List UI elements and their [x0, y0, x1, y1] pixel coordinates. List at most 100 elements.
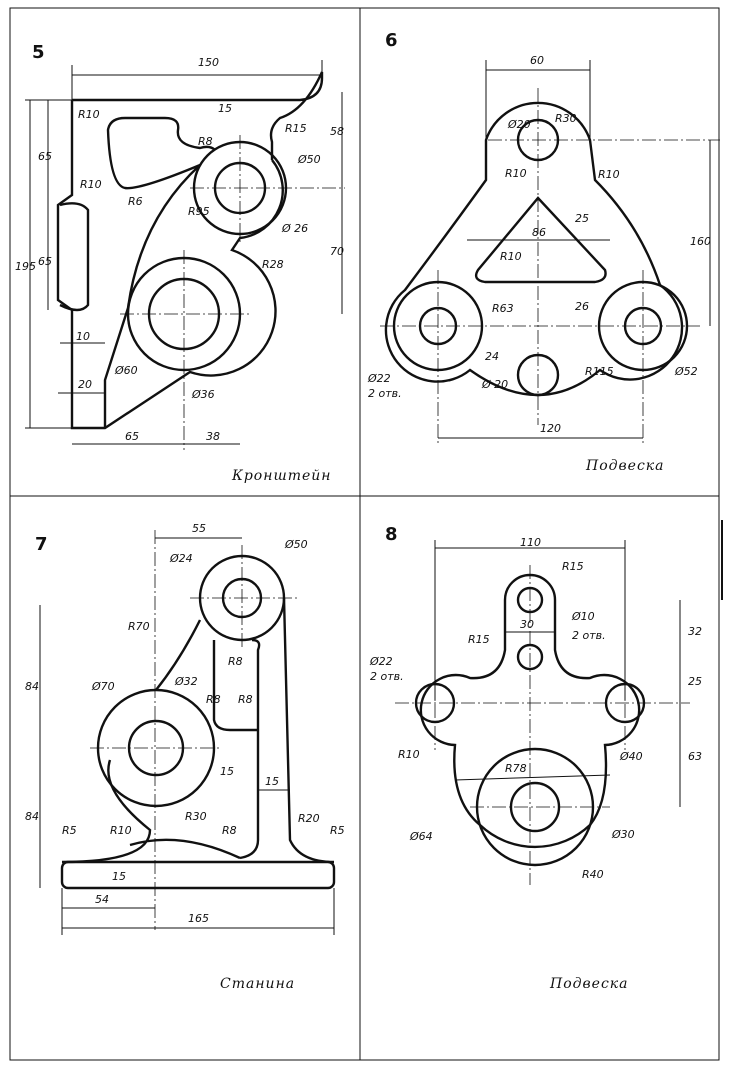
dim-r115: R115	[585, 365, 614, 378]
centerlines-8	[395, 565, 690, 885]
dim-r20: R20	[298, 812, 320, 825]
dim-60: 60	[530, 54, 544, 67]
dim-150: 150	[198, 56, 219, 69]
dim-160: 160	[690, 235, 711, 248]
dim-d52: Ø52	[674, 365, 698, 378]
dim-38: 38	[206, 430, 220, 443]
dim-d64: Ø64	[409, 830, 433, 843]
dim-26: 26	[575, 300, 589, 313]
dim-25: 25	[575, 212, 589, 225]
panel-caption: Кронштейн	[231, 468, 332, 484]
part-stanina	[60, 554, 336, 890]
dim-25: 25	[688, 675, 702, 688]
dim-d60: Ø60	[114, 364, 138, 377]
dim-15: 15	[265, 775, 279, 788]
panel-caption: Подвеска	[549, 976, 629, 992]
dimension-lines-5	[25, 60, 343, 445]
dim-r5-left: R5	[62, 824, 77, 837]
part-podveska-a	[384, 101, 689, 397]
dim-30: 30	[520, 618, 534, 631]
panel-5: 5	[15, 42, 345, 484]
part-kronshtein	[56, 71, 324, 430]
dim-r10: R10	[398, 748, 420, 761]
dim-15-inner: 15	[220, 765, 234, 778]
dimension-labels-8: 110 R15 Ø10 2 отв. 30 32 R15 Ø22 2 отв. …	[369, 536, 702, 881]
dim-d22: Ø22	[367, 372, 391, 385]
dim-63: 63	[688, 750, 702, 763]
dim-d32: Ø32	[174, 675, 198, 688]
dim-120: 120	[540, 422, 561, 435]
dim-r10: R10	[110, 824, 132, 837]
dim-d20: Ø20	[507, 118, 531, 131]
dim-d26: Ø 26	[281, 222, 308, 235]
dim-d50: Ø50	[284, 538, 308, 551]
dim-r40: R40	[582, 868, 604, 881]
dim-r30: R30	[555, 112, 577, 125]
dim-d24: Ø24	[169, 552, 193, 565]
panel-6: 6 60 Ø20 R30	[367, 30, 720, 474]
dim-15: 15	[218, 102, 232, 115]
centerlines-7	[90, 530, 300, 930]
panel-number: 8	[385, 524, 398, 545]
dim-d10: Ø10	[571, 610, 595, 623]
dim-r15: R15	[285, 122, 307, 135]
dim-55: 55	[192, 522, 206, 535]
dim-r28: R28	[262, 258, 284, 271]
dim-r8-d: R8	[222, 824, 237, 837]
panel-number: 7	[35, 534, 48, 555]
dim-32: 32	[688, 625, 702, 638]
centerlines-6	[380, 88, 720, 445]
dim-2holes: 2 отв.	[368, 387, 402, 400]
dim-r10-b: R10	[80, 178, 102, 191]
panel-8: 8 110 R15	[369, 524, 702, 992]
dimension-lines-6	[438, 60, 711, 439]
dimension-labels-5: 150 R10 R8 15 58 R15 Ø50 65 195 65 R10 R…	[15, 56, 344, 443]
dim-54: 54	[95, 893, 109, 906]
panel-7: 7 55 Ø24 Ø50 R7	[25, 522, 345, 992]
dim-r10: R10	[598, 168, 620, 181]
dim-65-top: 65	[38, 150, 52, 163]
dim-r30: R30	[185, 810, 207, 823]
dim-r6: R6	[128, 195, 143, 208]
dim-d20-b: Ø 20	[481, 378, 508, 391]
dim-r10-b: R10	[500, 250, 522, 263]
dim-r63: R63	[492, 302, 514, 315]
dim-d22: Ø22	[369, 655, 393, 668]
dim-195: 195	[15, 260, 36, 273]
centerlines-5	[120, 135, 345, 450]
dim-r70: R70	[128, 620, 150, 633]
dim-d30: Ø30	[611, 828, 635, 841]
dim-r5-right: R5	[330, 824, 345, 837]
dim-r8: R8	[198, 135, 213, 148]
dim-86: 86	[532, 226, 546, 239]
dim-r10-top: R10	[505, 167, 527, 180]
panel-caption: Станина	[220, 976, 295, 992]
dim-84-top: 84	[25, 680, 39, 693]
dim-d50: Ø50	[297, 153, 321, 166]
dim-24: 24	[485, 350, 499, 363]
dim-r8-c: R8	[238, 693, 253, 706]
dim-70: 70	[330, 245, 344, 258]
dim-r10: R10	[78, 108, 100, 121]
panel-number: 6	[385, 30, 398, 51]
dim-d70: Ø70	[91, 680, 115, 693]
dim-r15: R15	[562, 560, 584, 573]
dimension-lines-8	[434, 540, 681, 807]
dimension-labels-6: 60 Ø20 R30 R10 R10 25 86 160 R10 R63 26 …	[367, 54, 711, 435]
dim-d40: Ø40	[619, 750, 643, 763]
dim-165: 165	[188, 912, 209, 925]
dim-2holes-b: 2 отв.	[370, 670, 404, 683]
dim-20: 20	[78, 378, 92, 391]
dim-r78: R78	[505, 762, 527, 775]
panel-number: 5	[32, 42, 45, 63]
dim-10: 10	[76, 330, 90, 343]
dim-65-left: 65	[38, 255, 52, 268]
dim-r8-b: R8	[206, 693, 221, 706]
dim-r15-b: R15	[468, 633, 490, 646]
dim-110: 110	[520, 536, 541, 549]
dimension-lines-7	[39, 537, 335, 935]
dim-65-bottom: 65	[125, 430, 139, 443]
dim-58: 58	[330, 125, 344, 138]
dim-r95: R95	[188, 205, 210, 218]
